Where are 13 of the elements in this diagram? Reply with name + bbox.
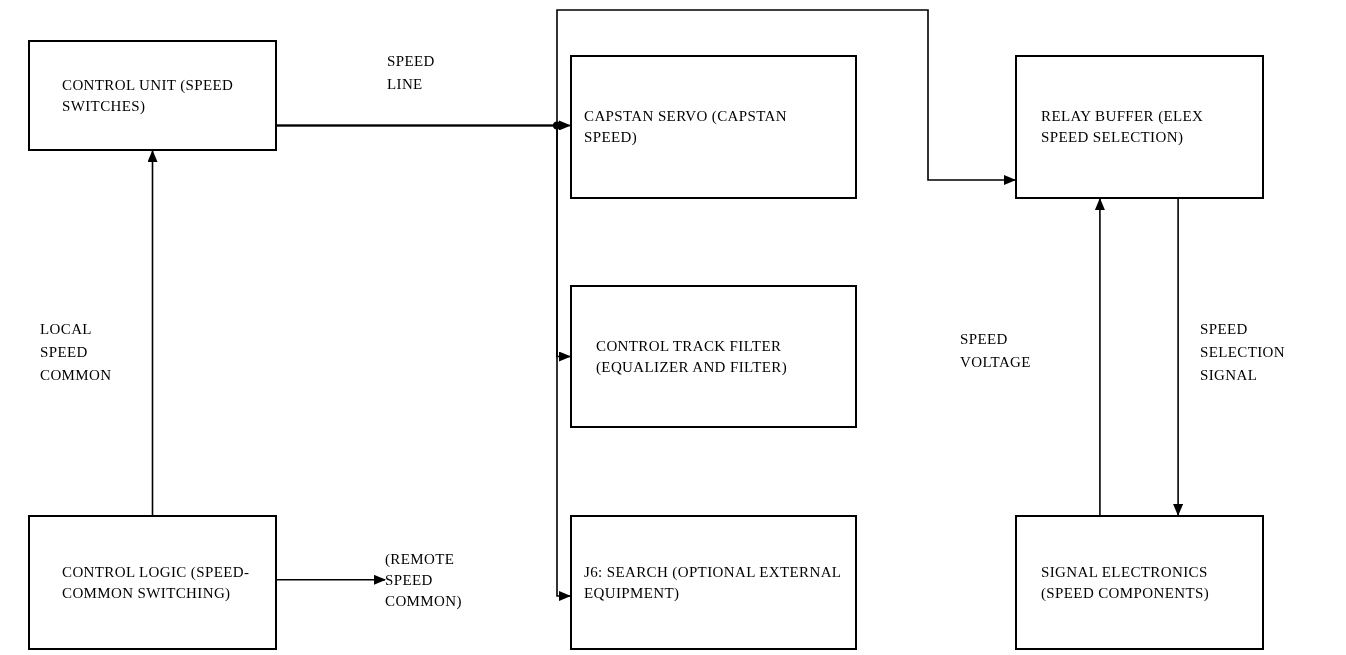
block-box: CAPSTAN SERVO (CAPSTAN SPEED)	[570, 55, 857, 199]
block-box: CONTROL TRACK FILTER (EQUALIZER AND FILTER)	[570, 285, 857, 428]
signal-label: (REMOTE SPEED COMMON)	[385, 546, 495, 614]
arrow	[1094, 198, 1105, 516]
block-box: CONTROL UNIT (SPEED SWITCHES)	[28, 40, 277, 151]
block-box: J6: SEARCH (OPTIONAL EXTERNAL EQUIPMENT)	[570, 515, 857, 650]
arrow	[276, 574, 386, 585]
arrow	[1173, 198, 1184, 516]
arrow	[276, 124, 571, 601]
block-box: RELAY BUFFER (ELEX SPEED SELECTION)	[1015, 55, 1264, 199]
block-box: SIGNAL ELECTRONICS (SPEED COMPONENTS)	[1015, 515, 1264, 650]
block-box: CONTROL LOGIC (SPEED-COMMON SWITCHING)	[28, 515, 277, 650]
arrow	[147, 150, 158, 516]
